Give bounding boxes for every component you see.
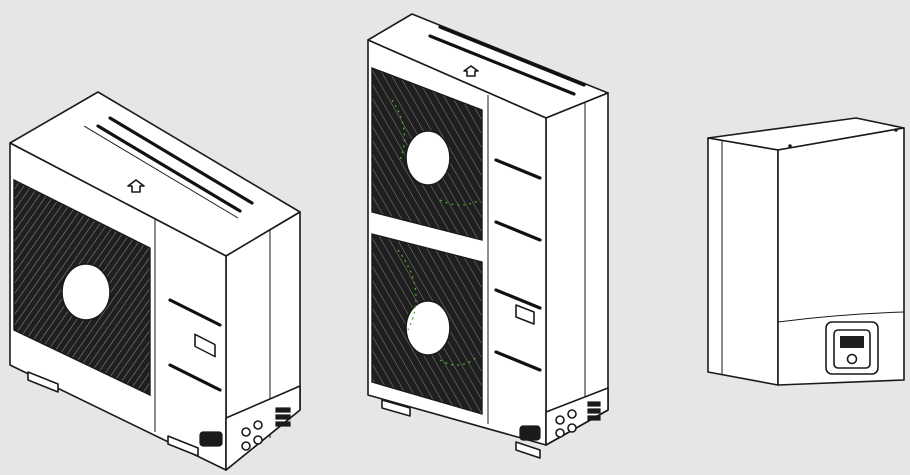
unit1-foot: [27, 371, 59, 393]
indoor-unit-with-display: [707, 117, 905, 386]
unit2-vent: [494, 288, 542, 310]
unit2-foot: [381, 399, 411, 417]
unit1-vent: [168, 363, 222, 392]
unit2-vent: [494, 158, 542, 180]
unit2-fan-hub-upper: [405, 130, 451, 186]
unit3-display-screen: [840, 336, 864, 348]
unit2-top-groove: [428, 34, 576, 96]
unit2-connector: [519, 425, 541, 441]
unit1-top-groove: [96, 124, 242, 213]
unit3-control-knob: [846, 353, 858, 365]
unit1-handle: [194, 333, 216, 358]
unit2-fan-hub-lower: [405, 300, 451, 356]
unit2-handle: [515, 304, 535, 325]
unit1-fan-hub: [61, 263, 111, 321]
unit1-top-groove: [108, 116, 254, 205]
unit3-panel-line: [777, 311, 905, 323]
unit1-foot: [167, 435, 199, 457]
unit2-arrow-icon: [463, 65, 479, 77]
outdoor-unit-single-fan: [9, 91, 301, 471]
unit2-vent: [494, 350, 542, 372]
outdoor-unit-dual-fan: [367, 13, 609, 459]
unit3-side-face: [707, 137, 779, 386]
unit2-top-groove: [438, 25, 586, 87]
unit3-front-face: [777, 127, 905, 386]
unit2-foot: [515, 441, 541, 459]
unit1-vent: [168, 298, 222, 327]
unit1-connector: [199, 431, 223, 447]
unit1-arrow-icon: [127, 179, 145, 193]
unit2-vent: [494, 220, 542, 242]
